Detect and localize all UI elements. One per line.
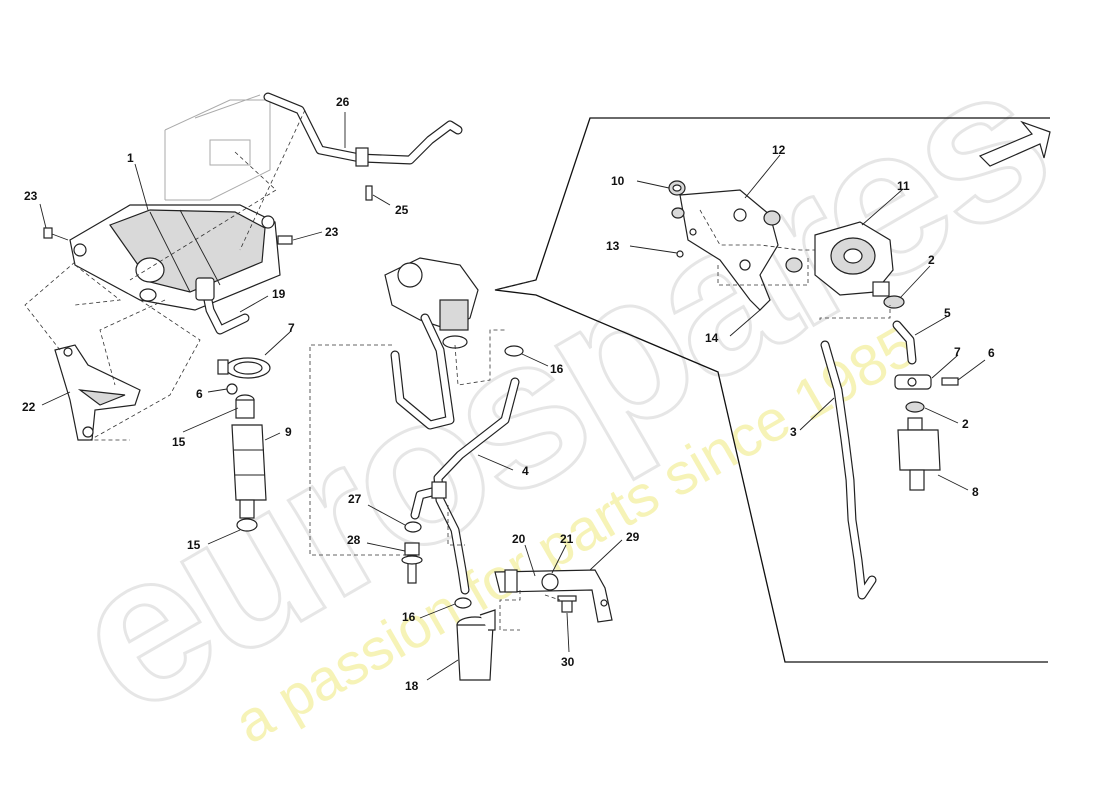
callout-3: 3 xyxy=(790,425,797,439)
callout-28: 28 xyxy=(347,533,361,547)
callout-30: 30 xyxy=(561,655,575,669)
part-clamp-2-lower xyxy=(905,401,925,413)
callout-15-upper: 15 xyxy=(172,435,186,449)
part-clamp-16-bottom xyxy=(454,597,472,609)
callout-15-lower: 15 xyxy=(187,538,201,552)
callout-21: 21 xyxy=(560,532,574,546)
part-hose-4 xyxy=(410,377,520,595)
detail-frame xyxy=(494,117,1050,663)
part-bracket-14 xyxy=(679,189,779,311)
part-bolts-13 xyxy=(676,228,697,258)
part-bolt-6-left xyxy=(226,383,238,395)
callout-11: 11 xyxy=(897,179,910,193)
callout-27: 27 xyxy=(348,492,362,506)
callout-20: 20 xyxy=(512,532,526,546)
callout-16-lower: 16 xyxy=(402,610,416,624)
leader-lines xyxy=(39,112,986,681)
callout-23-left: 23 xyxy=(24,189,38,203)
part-clamp-2-upper xyxy=(883,295,905,309)
part-bolt-30 xyxy=(557,595,577,613)
part-grommets-12 xyxy=(671,207,803,273)
callout-7-right: 7 xyxy=(954,345,961,359)
part-hose-5 xyxy=(892,320,917,365)
part-filter-9 xyxy=(231,394,267,532)
callout-6-right: 6 xyxy=(988,346,995,360)
part-hose-19 xyxy=(195,277,250,335)
callout-22: 22 xyxy=(22,400,36,414)
callout-10: 10 xyxy=(611,174,625,188)
part-bolt-23-right xyxy=(277,235,293,245)
callout-2-lower: 2 xyxy=(962,417,969,431)
direction-arrow-icon xyxy=(978,120,1051,167)
callout-26: 26 xyxy=(336,95,350,109)
part-hose-valve-loop xyxy=(390,313,455,430)
callout-5: 5 xyxy=(944,306,951,320)
callout-6-left: 6 xyxy=(196,387,203,401)
callout-12: 12 xyxy=(772,143,786,157)
part-bracket-22 xyxy=(54,344,141,441)
part-clamp-16-top xyxy=(504,345,524,357)
part-clamp-27 xyxy=(404,521,422,533)
callout-8: 8 xyxy=(972,485,979,499)
part-bolt-6-right xyxy=(941,377,959,386)
callout-19: 19 xyxy=(272,287,286,301)
assembly-lines xyxy=(24,109,891,631)
part-clamp-7-right xyxy=(894,374,932,390)
callout-13: 13 xyxy=(606,239,620,253)
part-filter-8 xyxy=(897,417,941,491)
callout-29: 29 xyxy=(626,530,640,544)
part-bracket-29 xyxy=(494,569,613,623)
part-valve-assembly xyxy=(384,257,479,349)
callout-9: 9 xyxy=(285,425,292,439)
part-hose-3 xyxy=(820,340,877,600)
callout-4: 4 xyxy=(522,464,529,478)
callouts: 1 2 2 3 4 5 6 6 7 7 8 9 10 11 12 13 14 1… xyxy=(22,95,995,693)
engine-reference xyxy=(164,94,271,201)
callout-16-upper: 16 xyxy=(550,362,564,376)
part-bolt-25 xyxy=(365,185,373,201)
part-canister xyxy=(69,204,281,311)
callout-25: 25 xyxy=(395,203,409,217)
callout-23-right: 23 xyxy=(325,225,339,239)
part-grommet-10 xyxy=(668,180,686,196)
callout-7-left: 7 xyxy=(288,321,295,335)
callout-1: 1 xyxy=(127,151,134,165)
part-bolt-23-left xyxy=(43,227,69,241)
callout-2-upper: 2 xyxy=(928,253,935,267)
part-pump-11 xyxy=(814,221,894,297)
part-clamp-7-left xyxy=(217,357,271,379)
callout-18: 18 xyxy=(405,679,419,693)
part-housing-18 xyxy=(456,609,496,681)
callout-14: 14 xyxy=(705,331,719,345)
part-fitting-28 xyxy=(401,542,423,584)
part-hose-26 xyxy=(263,92,463,167)
